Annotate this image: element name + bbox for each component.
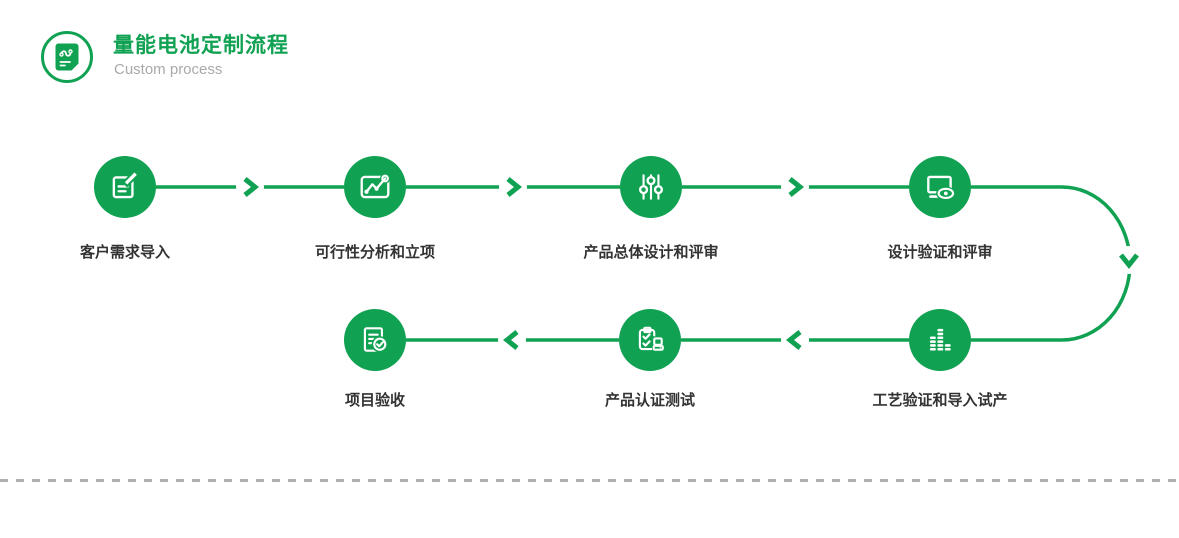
step-label: 产品总体设计和评审 (583, 244, 719, 261)
chevron-right-icon (506, 177, 523, 197)
step-label: 产品认证测试 (604, 392, 696, 409)
chevron-left-icon (502, 330, 519, 350)
connector-gap (499, 173, 527, 201)
connector-gap (781, 326, 809, 354)
chevron-right-icon (243, 177, 260, 197)
step-project-acceptance: 项目验收 (344, 309, 406, 409)
step-label: 设计验证和评审 (887, 244, 993, 261)
connector-gap (236, 173, 264, 201)
page-subtitle: Custom process (114, 61, 223, 78)
flow-document-icon (55, 43, 79, 71)
equalizer-bars-icon (929, 328, 951, 351)
step-process-verification-trial-production: 工艺验证和导入试产 (872, 309, 1008, 409)
edit-document-icon (112, 170, 140, 199)
chevron-left-icon (785, 330, 802, 350)
step-label: 项目验收 (344, 392, 406, 409)
connector-gap (1115, 246, 1143, 274)
step-circle (94, 156, 156, 218)
step-circle (344, 309, 406, 371)
line-chart-icon (360, 173, 391, 199)
step-circle (619, 309, 681, 371)
step-circle (620, 156, 682, 218)
step-design-verification-review: 设计验证和评审 (887, 156, 993, 261)
chevron-down-icon (1119, 253, 1139, 270)
step-overall-design-review: 产品总体设计和评审 (583, 156, 719, 261)
dashed-divider (0, 479, 1179, 482)
step-label: 工艺验证和导入试产 (872, 392, 1008, 409)
step-product-certification-testing: 产品认证测试 (605, 309, 695, 409)
step-label: 客户需求导入 (79, 244, 171, 261)
step-feasibility-analysis: 可行性分析和立项 (315, 156, 435, 261)
connector-gap (498, 326, 526, 354)
certification-checklist-icon (638, 326, 665, 351)
monitor-eye-icon (927, 175, 956, 201)
document-check-icon (363, 327, 388, 353)
step-circle (909, 156, 971, 218)
sliders-icon (638, 174, 664, 200)
step-label: 可行性分析和立项 (314, 244, 436, 261)
page-title: 量能电池定制流程 (113, 34, 289, 57)
logo (41, 31, 93, 83)
connector-curve (971, 185, 1132, 342)
step-circle (909, 309, 971, 371)
chevron-right-icon (788, 177, 805, 197)
connector-gap (781, 173, 809, 201)
step-customer-requirement-import: 客户需求导入 (80, 156, 170, 261)
step-circle (344, 156, 406, 218)
